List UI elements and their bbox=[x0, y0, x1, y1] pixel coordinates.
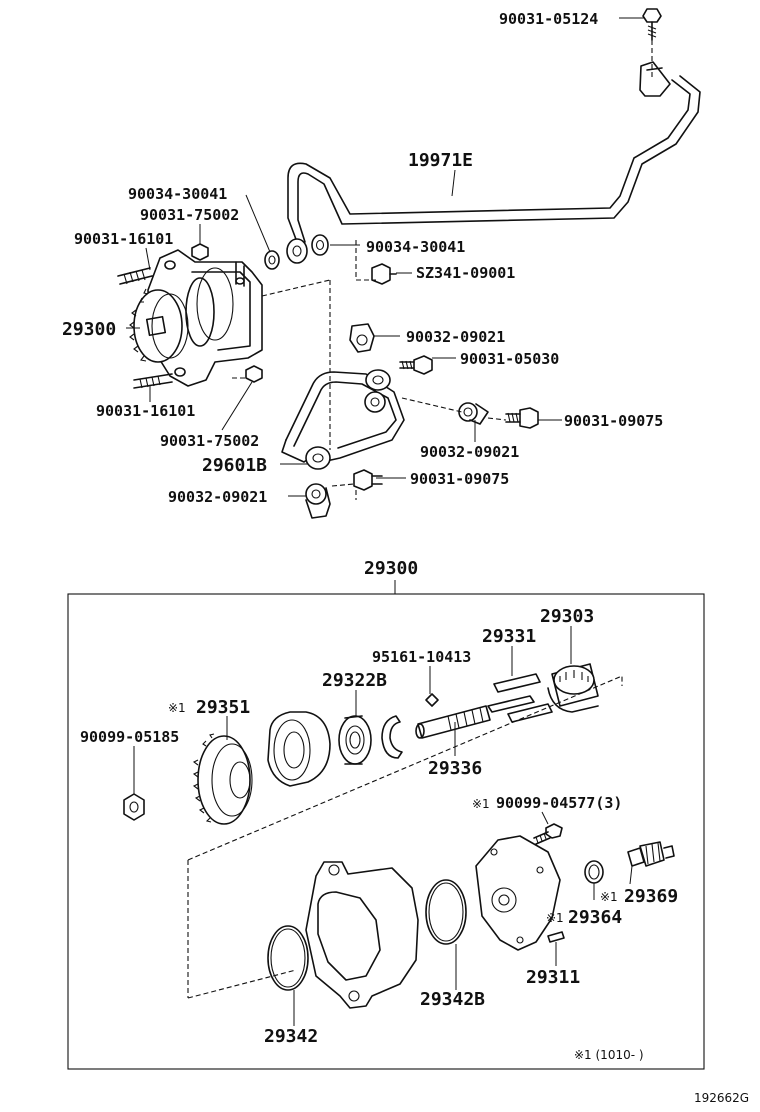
assembly-title: 29300 bbox=[364, 558, 418, 579]
top-bolt-icon bbox=[642, 8, 662, 41]
vacuum-pipe-icon bbox=[287, 75, 701, 243]
drive-gear-icon bbox=[192, 733, 253, 825]
top-labels: 90031-05124 19971E 90034-30041 90031-750… bbox=[62, 10, 663, 506]
label-95161-10413: 95161-10413 bbox=[372, 648, 471, 666]
label-29322B: 29322B bbox=[322, 670, 387, 691]
gasket-right-icon bbox=[311, 234, 329, 256]
rotor-shaft-icon bbox=[415, 705, 491, 739]
label-90032-09021-c: 90032-09021 bbox=[168, 488, 267, 506]
label-29331: 29331 bbox=[482, 626, 536, 647]
pin-icon bbox=[425, 693, 439, 707]
mark-90099-04577: ※1 bbox=[472, 797, 490, 811]
end-plate-icon bbox=[475, 835, 561, 951]
label-29342B: 29342B bbox=[420, 989, 485, 1010]
clip-upper-icon bbox=[349, 323, 375, 353]
o-ring-small-icon bbox=[267, 925, 309, 991]
bolt-right-icon bbox=[505, 407, 539, 429]
box-leader-lines bbox=[133, 626, 633, 1026]
label-90031-09075-lower: 90031-09075 bbox=[410, 470, 509, 488]
snap-ring-icon bbox=[381, 715, 403, 759]
label-29311: 29311 bbox=[526, 967, 580, 988]
label-29364: 29364 bbox=[568, 907, 622, 928]
label-29300-pump: 29300 bbox=[62, 319, 116, 340]
pump-housing-icon bbox=[305, 861, 419, 1009]
mark-29369: ※1 bbox=[600, 890, 618, 904]
top-leader-lines bbox=[126, 17, 644, 497]
label-29303: 29303 bbox=[540, 606, 594, 627]
label-29342: 29342 bbox=[264, 1026, 318, 1047]
label-29351: 29351 bbox=[196, 697, 250, 718]
label-90032-09021-b: 90032-09021 bbox=[420, 443, 519, 461]
label-19971E: 19971E bbox=[408, 150, 473, 171]
vane-blades-icon bbox=[487, 673, 553, 723]
label-29369: 29369 bbox=[624, 886, 678, 907]
label-90031-16101-lower: 90031-16101 bbox=[96, 402, 195, 420]
mark-29351: ※1 bbox=[168, 701, 186, 715]
nut-lower-icon bbox=[245, 365, 263, 383]
o-ring-large-icon bbox=[425, 879, 467, 945]
pump-drive-gear-icon bbox=[129, 288, 189, 363]
gasket-left-icon bbox=[264, 250, 280, 270]
box-labels: 29303 29331 95161-10413 29322B ※1 29351 … bbox=[80, 606, 678, 1062]
label-90099-04577: 90099-04577(3) bbox=[496, 794, 622, 812]
pipe-bracket-icon bbox=[639, 61, 671, 97]
label-90099-05185: 90099-05185 bbox=[80, 728, 179, 746]
clip-right-icon bbox=[458, 402, 489, 425]
mark-29364: ※1 bbox=[546, 911, 564, 925]
label-90031-75002-upper: 90031-75002 bbox=[140, 206, 239, 224]
label-90034-30041-lower: 90034-30041 bbox=[366, 238, 465, 256]
label-90031-05124: 90031-05124 bbox=[499, 10, 598, 28]
label-29336: 29336 bbox=[428, 758, 482, 779]
label-90032-09021-a: 90032-09021 bbox=[406, 328, 505, 346]
union-bolt-icon bbox=[371, 263, 397, 285]
figure-code: 192662G bbox=[694, 1091, 749, 1105]
gear-nut-icon bbox=[123, 793, 145, 821]
label-90031-16101-upper: 90031-16101 bbox=[74, 230, 173, 248]
bolt-mid-icon bbox=[399, 355, 433, 375]
hose-banjo-upper-icon bbox=[364, 369, 391, 413]
clip-lower-icon bbox=[305, 483, 331, 519]
nut-upper-icon bbox=[191, 243, 209, 261]
bearing-icon bbox=[338, 715, 372, 765]
top-assembly-drawing bbox=[117, 8, 701, 519]
stud-lower-icon bbox=[133, 373, 173, 389]
vane-rotor-icon bbox=[547, 663, 599, 713]
label-29601B: 29601B bbox=[202, 455, 267, 476]
bolt-lower-icon bbox=[353, 469, 383, 491]
label-90034-30041-upper: 90034-30041 bbox=[128, 185, 227, 203]
assembly-box: 29300 bbox=[67, 558, 705, 1070]
label-90031-09075-right: 90031-09075 bbox=[564, 412, 663, 430]
label-SZ341-09001: SZ341-09001 bbox=[416, 264, 515, 282]
dowel-pin-icon bbox=[547, 931, 565, 943]
cover-bolt-icon bbox=[533, 823, 563, 845]
label-90031-75002-lower: 90031-75002 bbox=[160, 432, 259, 450]
label-90031-05030: 90031-05030 bbox=[460, 350, 559, 368]
check-valve-icon bbox=[627, 841, 675, 867]
bearing-cover-icon bbox=[267, 711, 331, 787]
stud-upper-icon bbox=[117, 267, 153, 285]
pipe-banjo-icon bbox=[286, 238, 308, 264]
hose-banjo-lower-icon bbox=[305, 446, 331, 470]
footnote: ※1 (1010- ) bbox=[574, 1048, 644, 1062]
valve-washer-icon bbox=[584, 860, 604, 884]
